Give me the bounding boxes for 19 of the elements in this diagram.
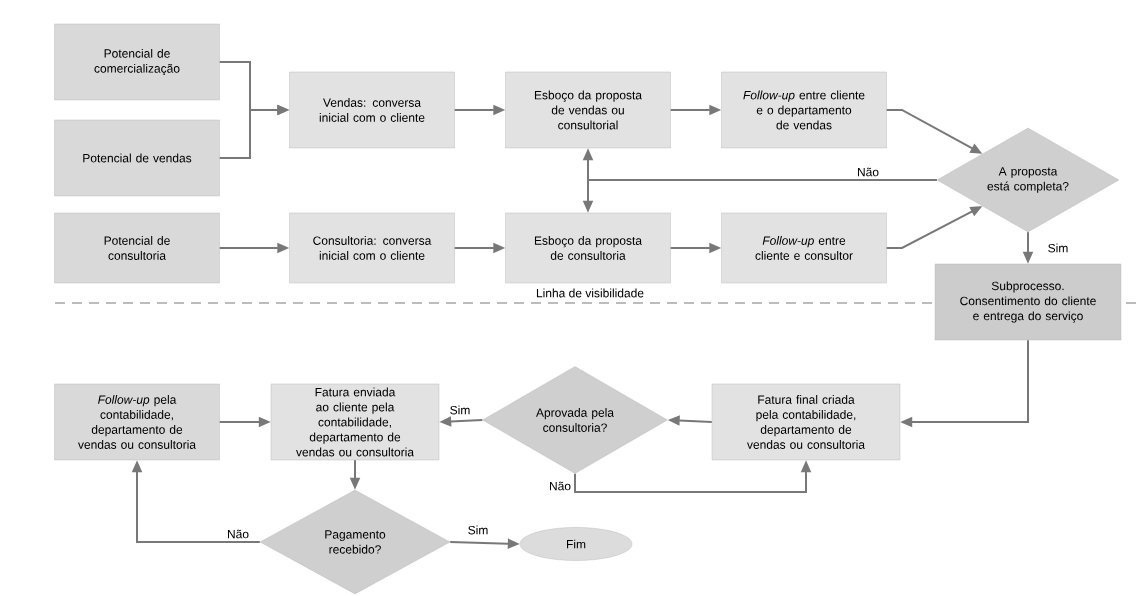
edge-label: Sim <box>1046 242 1070 254</box>
process-box: Follow-up pela contabilidade, departamento de vendas ou consultoria <box>54 383 220 461</box>
process-box: Follow-up entre cliente e consultor <box>721 212 887 284</box>
edge-label: Sim <box>466 524 490 536</box>
process-box: Potencial de vendas <box>54 119 220 197</box>
process-box: Esboço da proposta de vendas ou consultorial <box>505 71 671 149</box>
edge-label: Sim <box>448 404 472 416</box>
process-box: Fatura enviada ao cliente pela contabilidade, departamento de vendas ou consultoria <box>270 383 440 461</box>
edge-label: Não <box>856 166 880 178</box>
process-box: Consultoria: conversa inicial com o cliente <box>289 212 455 284</box>
process-box: Potencial de comercialização <box>54 23 220 101</box>
edge-label: Não <box>226 528 250 540</box>
edge-label: Não <box>548 480 572 492</box>
process-box: Potencial de consultoria <box>54 212 220 284</box>
process-box: Vendas: conversa inicial com o cliente <box>289 71 455 149</box>
process-box: Esboço da proposta de consultoria <box>505 212 671 284</box>
process-box: Fatura final criada pela contabilidade, departamento de vendas ou consultoria <box>711 383 901 461</box>
process-box: Follow-up entre cliente e o departamento de vendas <box>721 71 887 149</box>
process-box: Subprocesso. Consentimento do cliente e entrega do serviço <box>934 263 1122 341</box>
